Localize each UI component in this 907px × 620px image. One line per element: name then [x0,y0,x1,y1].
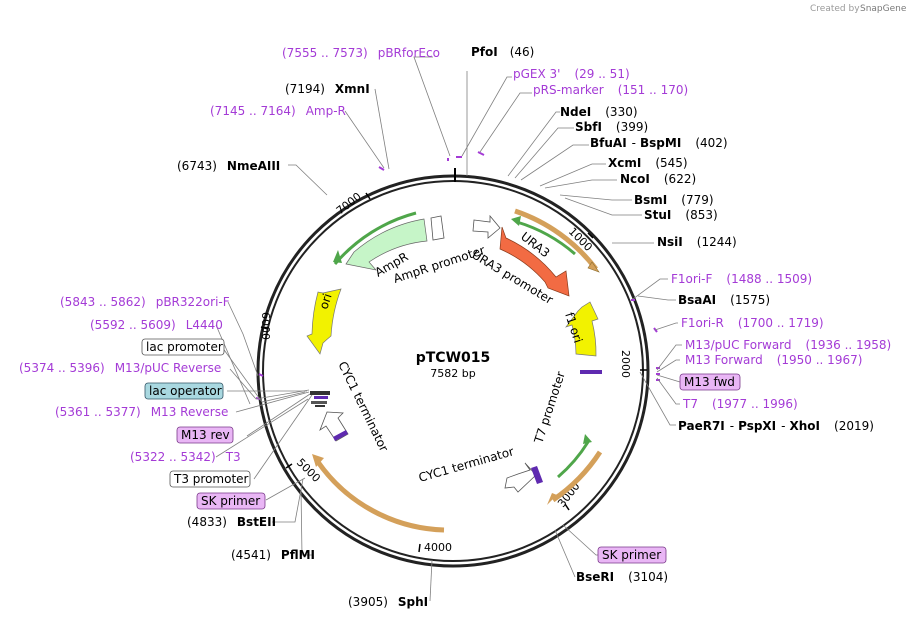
tick-label-2000: 2000 [619,350,632,378]
orange-arc-bottom-left-head [312,454,324,467]
box-sk-primer-right-label: SK primer [602,548,661,562]
terminator-arc-top-head [587,261,600,273]
green-arc-bottom-head [583,434,592,444]
backbone [256,174,650,568]
primer-t3[interactable]: (5322 .. 5342)T3 [130,450,241,464]
credit-text: Created by [810,4,860,14]
enzyme-xmni[interactable]: (7194)XmnI [285,82,370,96]
primer-l4440[interactable]: (5592 .. 5609)L4440 [90,318,223,332]
box-t3-promoter[interactable]: T3 promoter [169,470,251,488]
cyc1-terminator-bottom-arrow[interactable] [504,462,537,493]
enzyme-sphi[interactable]: (3905)SphI [348,595,428,609]
box-m13-rev-label: M13 rev [181,428,230,442]
ori-feature[interactable] [306,288,342,355]
ampr-green-arc [333,211,417,265]
enzyme-bseri[interactable]: BseRI(3104) [576,570,668,584]
primer-t7[interactable]: T7(1977 .. 1996) [682,397,798,411]
leader-lines [215,56,682,602]
cyc1-terminator-bottom-label: CYC1 terminator [417,444,516,485]
ori-label: ori [317,292,335,311]
box-sk-primer-right[interactable]: SK primer [597,546,667,564]
green-arc-bottom [557,441,590,479]
box-m13-fwd-label: M13 fwd [684,375,735,389]
enzyme-bsteii[interactable]: (4833)BstEII [187,515,276,529]
box-lac-promoter-label: lac promoter [146,340,223,354]
plasmid-length: 7582 bp [430,367,475,380]
ampr-promoter-arrow[interactable] [430,215,445,241]
primer-m13-reverse[interactable]: (5361 .. 5377)M13 Reverse [55,405,228,419]
plasmid-name: pTCW015 [416,350,491,366]
enzyme-sbfi[interactable]: SbfI(399) [575,120,648,134]
ampr-green-arc-head [333,250,342,263]
enzyme-ncoi[interactable]: NcoI(622) [620,172,696,186]
enzyme-paer7i-pspxi-xhoi[interactable]: PaeR7I-PspXI-XhoI(2019) [678,419,874,433]
primer-m13-puc-forward[interactable]: M13/pUC Forward(1936 .. 1958) [685,338,891,352]
enzyme-bsaai[interactable]: BsaAI(1575) [678,293,770,307]
box-t3-promoter-label: T3 promoter [173,472,249,486]
primer-f1ori-f[interactable]: F1ori-F(1488 .. 1509) [671,272,812,286]
lac-region-marks [310,391,330,407]
primer-pbrforeco[interactable]: (7555 .. 7573)pBRforEco [282,46,440,60]
primer-m13-forward[interactable]: M13 Forward(1950 .. 1967) [685,353,862,367]
t7-promoter-mark [580,370,602,374]
green-arc-top-head [511,216,521,226]
cyc1-terminator-bottom-mark [531,466,543,484]
enzyme-pfoi[interactable]: PfoI(46) [471,45,534,59]
enzyme-xcmi[interactable]: XcmI(545) [608,156,688,170]
ampr-feature[interactable] [345,218,428,271]
f1-ori-feature[interactable] [565,301,599,357]
tick-label-6000: 6000 [259,312,272,340]
primer-m13-puc-reverse[interactable]: (5374 .. 5396)M13/pUC Reverse [19,361,221,375]
enzyme-bfuai-bspmi[interactable]: BfuAI-BspMI(402) [590,136,728,150]
enzyme-nmeaiii[interactable]: (6743)NmeAIII [177,159,280,173]
primer-prs-marker[interactable]: pRS-marker(151 .. 170) [533,83,688,97]
enzyme-bsmi[interactable]: BsmI(779) [634,193,714,207]
snapgene-brand: SnapGene [860,4,907,14]
orange-arc-bottom-head [547,493,557,505]
enzyme-ndei[interactable]: NdeI(330) [560,105,638,119]
ura3-promoter-arrow[interactable] [472,214,501,239]
primer-pbr322ori-f[interactable]: (5843 .. 5862)pBR322ori-F [60,295,230,309]
primer-pgex3[interactable]: pGEX 3'(29 .. 51) [513,67,630,81]
primer-amp-r[interactable]: (7145 .. 7164)Amp-R [210,104,346,118]
box-lac-operator[interactable]: lac operator [144,382,224,400]
terminator-arc-top [514,208,598,271]
enzyme-nsii[interactable]: NsiI(1244) [657,235,737,249]
cyc1-terminator-left-label: CYC1 terminator [335,359,391,454]
t7-promoter-label: T7 promoter [531,370,568,446]
box-m13-fwd[interactable]: M13 fwd [679,373,741,391]
tick-label-4000: 4000 [424,541,452,554]
cyc1-terminator-left-mark [333,430,348,441]
box-sk-primer-left[interactable]: SK primer [196,492,266,510]
orange-arc-bottom-left [315,460,445,533]
orange-arc-bottom [551,450,603,503]
box-sk-primer-left-label: SK primer [201,494,260,508]
tick-marks [260,192,647,553]
primer-f1ori-r[interactable]: F1ori-R(1700 .. 1719) [681,316,824,330]
box-lac-operator-label: lac operator [149,384,222,398]
enzyme-stui[interactable]: StuI(853) [644,208,718,222]
enzyme-pflmi[interactable]: (4541)PflMI [231,548,315,562]
green-arc-top [516,220,576,256]
box-m13-rev[interactable]: M13 rev [176,426,234,444]
ura3-feature[interactable] [499,226,570,297]
box-lac-promoter[interactable]: lac promoter [141,338,225,356]
ampr-promoter-label: AmpR promoter [392,243,487,286]
